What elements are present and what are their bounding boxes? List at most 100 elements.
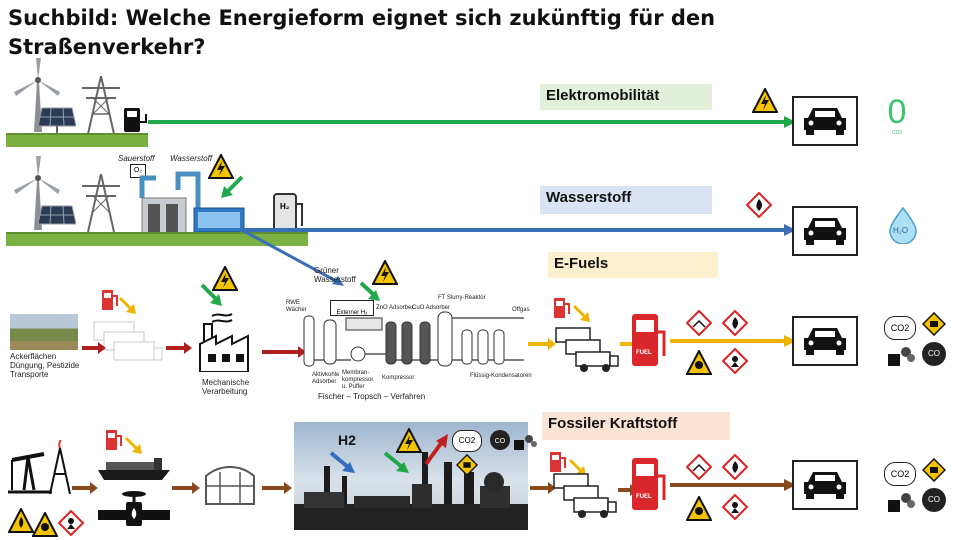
h2-pump-text: H₂	[280, 202, 290, 211]
solar-panel-icon	[38, 107, 76, 134]
high-voltage-icon	[372, 260, 398, 285]
o2-text: O₂	[133, 167, 143, 174]
flammable-icon	[722, 310, 748, 336]
high-voltage-icon	[396, 428, 422, 453]
high-voltage-icon	[212, 266, 238, 291]
fuel-text: FUEL	[636, 350, 652, 356]
yellow-arrow	[528, 338, 556, 350]
membran-label: Membran-kompressor u. Puffer	[342, 370, 374, 390]
externer-h2-text: Externer H₂	[336, 310, 368, 316]
yellow-pointer-arrow	[118, 296, 136, 314]
elektro-emission: 0 CO2	[876, 94, 918, 140]
fuel-pump-icon	[106, 430, 122, 450]
environment-hazard-icon	[686, 310, 712, 336]
wasserstoff-arrow	[240, 224, 796, 236]
brown-arrow	[72, 482, 98, 494]
hydrogen-to-efuels-arrow	[241, 228, 344, 286]
fischer-tropsch-caption: Fischer – Tropsch – Verfahren	[318, 392, 426, 401]
cuo-label: CuO Adsorber	[412, 305, 451, 311]
toxic-icon	[922, 458, 946, 482]
smokestack-icon	[888, 493, 915, 512]
co-icon: CO	[922, 488, 946, 512]
mechanical-processing-caption: Mechanische Verarbeitung	[202, 378, 250, 396]
brown-arrow	[172, 482, 200, 494]
fuel-dispenser-icon	[632, 314, 666, 366]
brown-arrow	[262, 482, 292, 494]
electrolyser-icon	[139, 171, 245, 238]
toxic-icon	[456, 454, 478, 476]
fossil-row: Fossiler Kraftstoff	[0, 410, 960, 540]
red-pointer-arrow	[424, 434, 448, 466]
fossil-car-box	[792, 460, 858, 510]
toxic-icon	[686, 496, 712, 521]
yellow-pointer-arrow	[572, 304, 590, 322]
toxic-icon	[32, 512, 58, 537]
kompressor-label: Kompressor	[382, 375, 415, 381]
fuel-pump-icon	[550, 452, 566, 472]
efuels-car-box	[792, 316, 858, 366]
zno-label: ZnO Adsorber	[376, 305, 414, 311]
water-drop-icon	[889, 206, 917, 244]
truck-icon	[93, 321, 163, 361]
toxic-icon	[686, 350, 712, 375]
farmland-photo	[10, 314, 78, 350]
green-pointer-arrow	[359, 281, 380, 301]
rwe-label: RWE Wächer	[286, 300, 307, 313]
sauerstoff-label: Sauerstoff	[118, 154, 155, 163]
elektro-arrow	[148, 116, 796, 128]
high-voltage-icon	[752, 88, 778, 113]
power-pylon-icon	[82, 76, 120, 134]
brown-arrow	[530, 482, 556, 494]
high-voltage-icon	[208, 154, 234, 179]
green-pointer-arrow	[383, 451, 409, 473]
wasserstoff-label: Wasserstoff	[540, 186, 712, 214]
wasserstoff-car-box	[792, 206, 858, 256]
ground-strip	[6, 232, 308, 246]
red-arrow	[262, 346, 306, 358]
efuels-label: E-Fuels	[548, 252, 718, 278]
fuel-pump-icon	[102, 290, 118, 310]
water-emission-text: H₂O	[893, 226, 909, 235]
offgas-label: Offgas	[512, 307, 530, 313]
co2-icon: CO2	[884, 462, 916, 486]
co-icon: CO	[490, 430, 510, 450]
fischer-tropsch-plant-diagram	[303, 311, 524, 367]
co2-icon: CO2	[884, 316, 916, 340]
toxic-icon	[922, 312, 946, 336]
red-arrow	[166, 342, 192, 354]
flammable-icon	[722, 454, 748, 480]
green-pointer-arrow	[221, 175, 244, 198]
wasserstoff-small-label: Wasserstoff	[170, 154, 213, 163]
fuel-dispenser-icon	[632, 458, 666, 510]
refinery-icon	[294, 452, 528, 530]
charging-station-icon	[124, 108, 147, 132]
efuels-row: E-Fuels Ackerflächen Düngung, Pestizide …	[0, 250, 960, 410]
ship-icon	[98, 458, 170, 480]
flammable-icon	[8, 508, 34, 533]
fuel-text: FUEL	[636, 494, 652, 500]
power-pylon-icon	[82, 174, 120, 232]
health-hazard-icon	[722, 348, 748, 374]
kondensatoren-label: Flüssig-Kondensatoren	[470, 373, 532, 379]
flammable-icon	[746, 192, 772, 218]
health-hazard-icon	[58, 510, 84, 536]
co2-icon: CO2	[452, 430, 482, 452]
car-icon	[804, 472, 846, 499]
co-text: CO	[494, 438, 506, 445]
elektro-row: Elektromobilität 0 CO2	[0, 58, 960, 148]
car-icon	[804, 108, 846, 135]
zero-emission-unit: CO2	[891, 130, 903, 136]
car-icon	[804, 328, 846, 355]
h2-badge: H2	[338, 432, 356, 448]
co2-text: CO2	[890, 469, 910, 479]
fuel-pump-icon	[554, 298, 570, 318]
ground-strip	[6, 133, 148, 147]
oil-pump-icon	[8, 452, 52, 494]
co-text: CO	[928, 495, 940, 504]
o2-box: O₂	[130, 164, 146, 178]
health-hazard-icon	[722, 494, 748, 520]
fossil-arrow	[670, 479, 796, 491]
tank-icon	[205, 466, 255, 505]
trucks-faded	[92, 320, 164, 366]
elektro-label: Elektromobilität	[540, 84, 712, 110]
